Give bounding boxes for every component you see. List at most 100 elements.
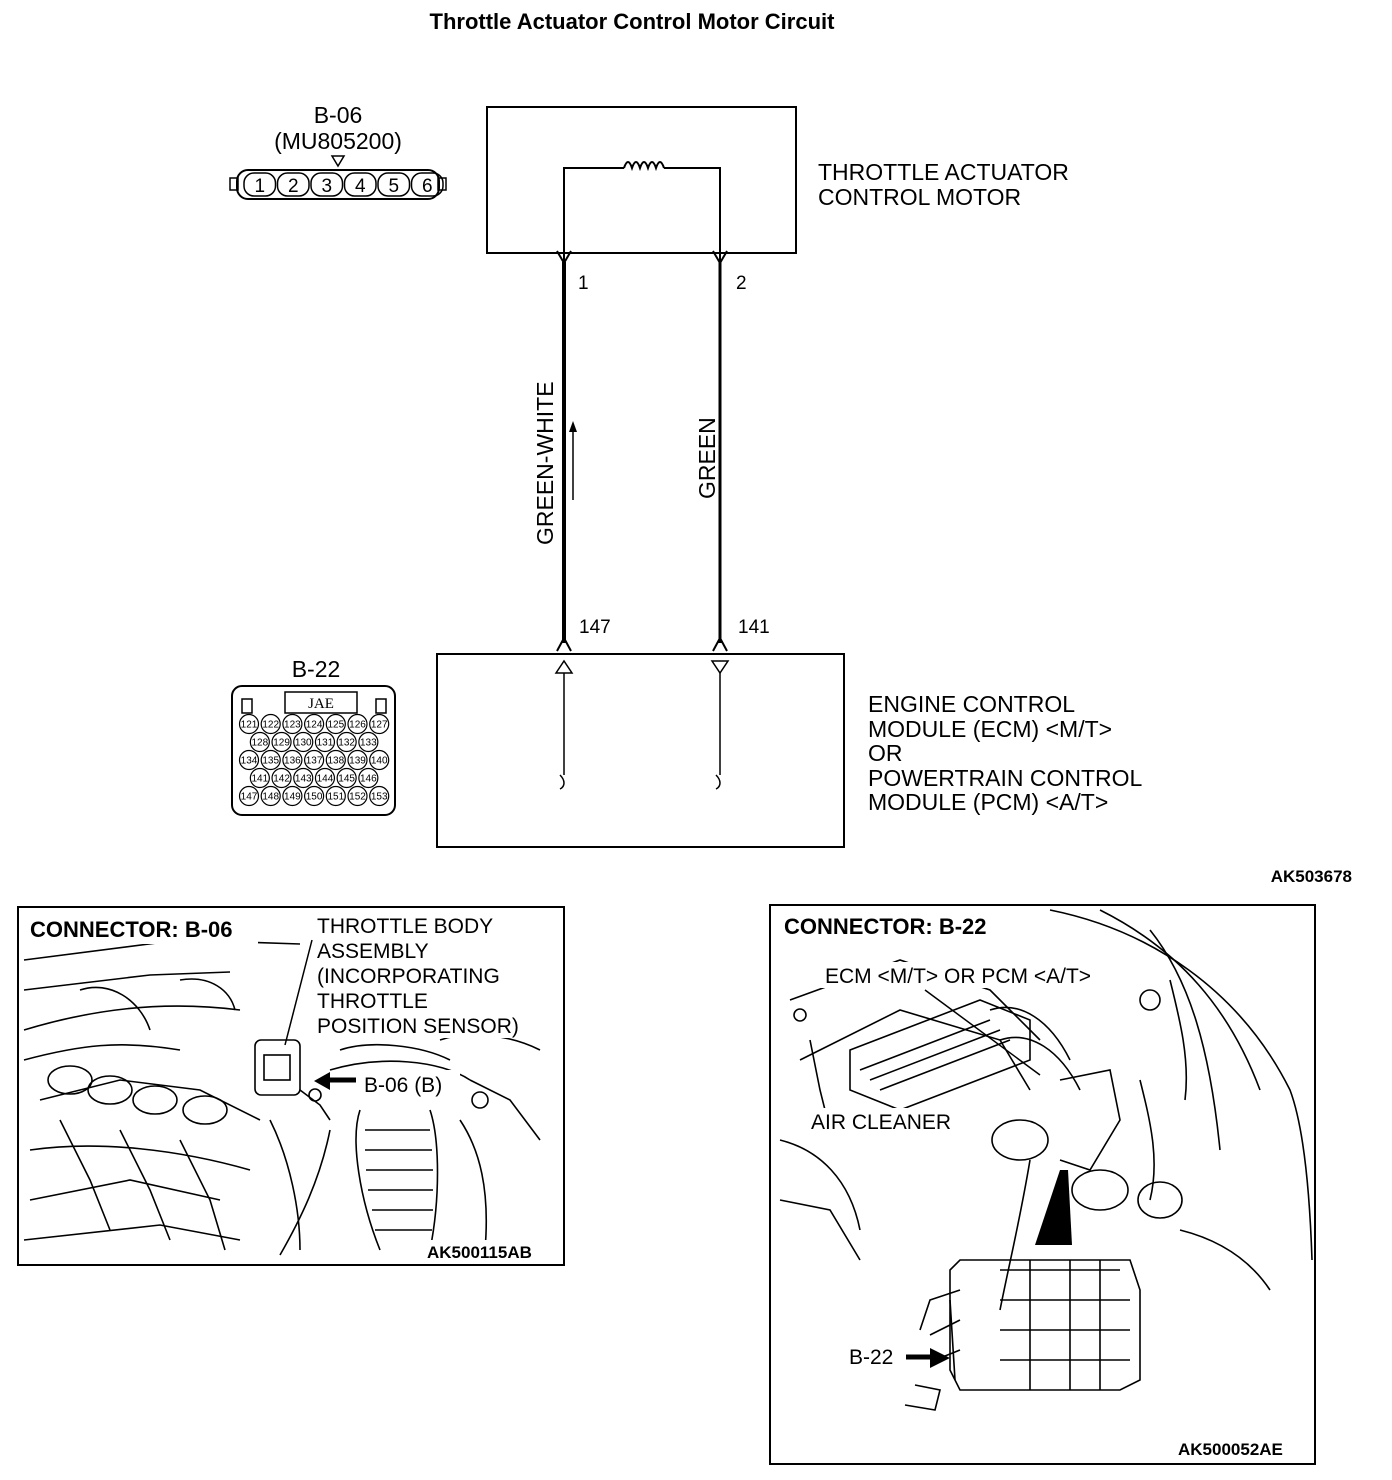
b22-pin-label: 145: [338, 774, 355, 785]
photo-left-code: AK500115AB: [427, 1243, 532, 1262]
wire-label-green-white: GREEN-WHITE: [532, 381, 558, 545]
b06-pin-label: 6: [422, 176, 433, 197]
b06-pin-label: 5: [388, 176, 399, 197]
ecm-label-line5: MODULE (PCM) <A/T>: [868, 789, 1108, 815]
b06-pin-cell: [343, 172, 377, 197]
ecm-label-line2: MODULE (ECM) <M/T>: [868, 716, 1112, 742]
ecm-label-line3: OR: [868, 740, 903, 766]
motor-coil-symbol: [623, 161, 665, 172]
ecm-box: [436, 653, 845, 848]
photo-right-title: CONNECTOR: B-22: [784, 914, 987, 939]
wire-label-green: GREEN: [694, 417, 720, 499]
b22-pin-label: 141: [252, 774, 269, 785]
photo-right-ecm-label: ECM <M/T> OR PCM <A/T>: [825, 965, 1091, 988]
b22-pin-label: 135: [262, 756, 279, 767]
b06-pin-cell: [276, 172, 310, 197]
b22-pin-cell: [369, 785, 390, 807]
photo-left-caption-line4: THROTTLE: [317, 990, 428, 1013]
b22-pin-label: 129: [273, 738, 290, 749]
callout-wedge: [1035, 1170, 1072, 1245]
b22-pin-label: 153: [371, 792, 388, 803]
b22-pin-label: 134: [241, 756, 258, 767]
b22-pin-label: 127: [371, 720, 388, 731]
motor-box: [486, 106, 797, 254]
connector-b06-name: B-06: [314, 102, 363, 128]
b22-pin-cell: [304, 749, 325, 771]
b22-pin-label: 132: [338, 738, 355, 749]
motor-label-line1: THROTTLE ACTUATOR: [818, 159, 1069, 185]
b22-pin-cell: [238, 713, 260, 735]
pointer-arrow-b22: [930, 1348, 950, 1368]
b06-pin-cell: [310, 172, 344, 197]
b22-pin-label: 144: [317, 774, 334, 785]
photo-left-caption-line1: THROTTLE BODY: [317, 915, 493, 938]
b22-pin-cell: [282, 713, 303, 735]
b22-pin-cell: [260, 749, 281, 771]
b22-pin-label: 142: [273, 774, 290, 785]
b06-pin-label: 1: [254, 176, 265, 197]
ecm-pin-147: 147: [579, 617, 611, 638]
b22-pin-label: 125: [327, 720, 344, 731]
b22-pin-cell: [249, 767, 270, 789]
b22-pin-label: 151: [327, 792, 344, 803]
photo-left-caption-line3: (INCORPORATING: [317, 965, 500, 988]
b22-pin-label: 137: [306, 756, 323, 767]
b22-pin-label: 126: [349, 720, 366, 731]
motor-label-line2: CONTROL MOTOR: [818, 184, 1021, 210]
b22-pin-label: 122: [262, 720, 279, 731]
connector-b22-maker: JAE: [308, 696, 334, 712]
motor-pin-2: 2: [736, 273, 747, 294]
throttle-actuator-motor-block: 1 2 THROTTLE ACTUATOR CONTROL MOTOR: [486, 106, 1069, 294]
photo-right-pointer-label: B-22: [849, 1346, 893, 1369]
photo-left-caption-line5: POSITION SENSOR): [317, 1015, 519, 1038]
connector-b06-key-mark: [330, 155, 346, 168]
b06-pin-label: 3: [321, 176, 332, 197]
b22-pin-label: 138: [327, 756, 344, 767]
ecm-label-line4: POWERTRAIN CONTROL: [868, 765, 1143, 791]
wire-harness: GREEN-WHITE GREEN: [532, 262, 722, 643]
b22-pin-cell: [325, 713, 346, 735]
b22-pin-cell: [293, 767, 314, 789]
b22-pin-cell: [304, 785, 325, 807]
b22-pin-cell: [325, 749, 346, 771]
photo-panel-b06: CONNECTOR: B-06 THROTTLE BODY ASSEMBLY (…: [17, 906, 565, 1266]
b22-pin-label: 140: [371, 756, 388, 767]
b22-pin-label: 131: [317, 738, 334, 749]
photo-left-title: CONNECTOR: B-06: [30, 917, 233, 942]
b22-pin-cell: [260, 785, 281, 807]
b22-pin-cell: [238, 785, 260, 807]
b22-pin-label: 124: [306, 720, 323, 731]
b22-pin-cell: [314, 731, 336, 753]
motor-pin-1: 1: [578, 273, 589, 294]
photo-panel-b22: CONNECTOR: B-22 ECM <M/T> OR PCM <A/T> A…: [769, 904, 1316, 1465]
b22-pin-label: 143: [295, 774, 312, 785]
b22-pin-label: 146: [360, 774, 377, 785]
b22-pin-cell: [293, 731, 314, 753]
b22-pin-cell: [369, 713, 390, 735]
b06-pin-label: 4: [355, 176, 366, 197]
photo-right-air-cleaner-label: AIR CLEANER: [811, 1111, 951, 1134]
b06-pin-label: 2: [288, 176, 299, 197]
b06-pin-cell: [410, 172, 444, 197]
b22-pin-cell: [347, 713, 368, 735]
b22-pin-cell: [358, 731, 379, 753]
b22-pin-label: 150: [306, 792, 323, 803]
b22-pin-cell: [369, 749, 390, 771]
b22-pin-cell: [271, 767, 292, 789]
b22-pin-cell: [304, 713, 325, 735]
b22-pin-cell: [325, 785, 346, 807]
b22-pin-cell: [249, 731, 270, 753]
b22-pin-label: 152: [349, 792, 366, 803]
b22-pin-cell: [314, 767, 336, 789]
ecm-block: 147 141 ENGINE CONTROL MODULE (ECM) <M/T…: [436, 617, 1143, 848]
b06-pin-cell: [377, 172, 411, 197]
diagram-title: Throttle Actuator Control Motor Circuit: [430, 9, 836, 34]
b22-pin-label: 136: [284, 756, 301, 767]
b22-pin-cell: [260, 713, 281, 735]
b22-pin-cell: [271, 731, 292, 753]
b22-pin-label: 133: [360, 738, 377, 749]
b22-pin-cell: [358, 767, 379, 789]
